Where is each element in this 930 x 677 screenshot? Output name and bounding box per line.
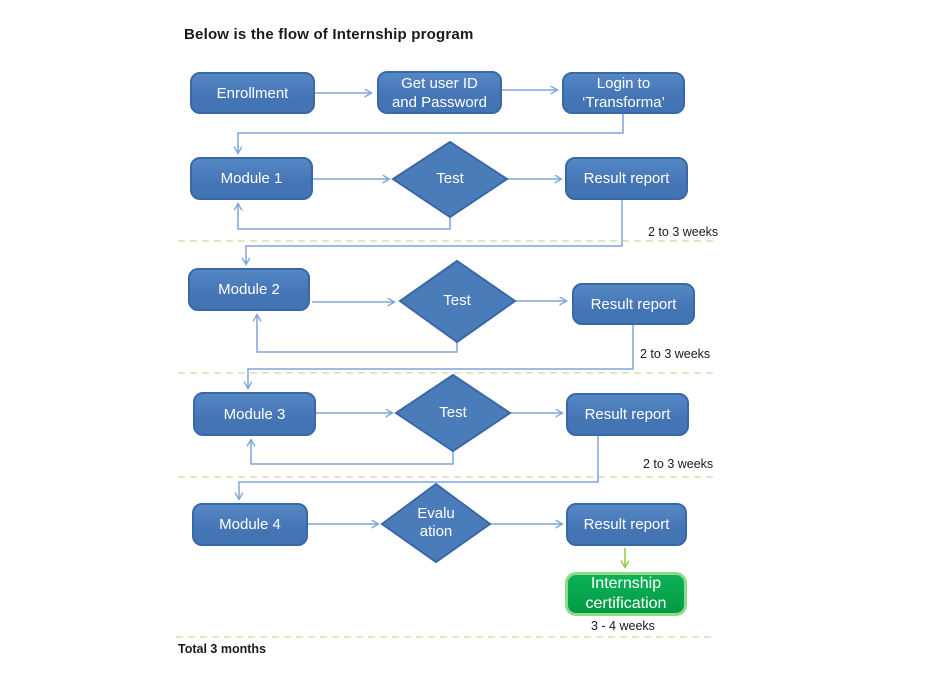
node-login-transforma: Login to ‘Transforma’ bbox=[562, 72, 685, 114]
evaluation-line2: ation bbox=[419, 523, 453, 540]
evaluation-line1: Evalu bbox=[417, 505, 455, 522]
node-module-4: Module 4 bbox=[192, 503, 308, 546]
node-module-3: Module 3 bbox=[193, 392, 316, 436]
node-certification-line2: certification bbox=[585, 595, 667, 612]
node-result-report-1-label: Result report bbox=[583, 170, 670, 187]
node-result-report-3: Result report bbox=[566, 393, 689, 436]
node-module-2-label: Module 2 bbox=[218, 281, 280, 298]
node-enrollment: Enrollment bbox=[190, 72, 315, 114]
edge-login-to-module1-arrow bbox=[238, 114, 624, 153]
node-module-3-label: Module 3 bbox=[223, 405, 286, 423]
node-login-line2: ‘Transforma’ bbox=[582, 94, 665, 111]
node-get-user-id: Get user ID and Password bbox=[377, 71, 502, 114]
edge-test3-retry-module3-arrow bbox=[251, 440, 454, 465]
edge-test1-retry-module1-arrow bbox=[238, 204, 451, 230]
node-result-report-4: Result report bbox=[566, 503, 687, 546]
node-result-report-2: Result report bbox=[572, 283, 695, 325]
edge-test2-retry-module2-arrow bbox=[257, 315, 458, 353]
node-internship-certification: Internship certification bbox=[565, 572, 687, 616]
node-module-4-label: Module 4 bbox=[219, 516, 281, 533]
test1-diamond-label: Test bbox=[436, 170, 464, 187]
node-module-1: Module 1 bbox=[190, 157, 313, 200]
duration-label-section4: 3 - 4 weeks bbox=[591, 619, 655, 633]
edge-result3-to-module4-arrow bbox=[239, 436, 599, 499]
node-login-line1: Login to bbox=[596, 75, 651, 92]
test1-diamond bbox=[391, 140, 509, 219]
edge-result1-to-module2-arrow bbox=[246, 200, 623, 264]
node-module-1-label: Module 1 bbox=[220, 170, 283, 187]
duration-label-section3: 2 to 3 weeks bbox=[643, 457, 714, 471]
node-result-report-2-label: Result report bbox=[590, 295, 677, 313]
duration-label-section1: 2 to 3 weeks bbox=[648, 225, 719, 239]
evaluation-diamond-label: Evalu ation bbox=[396, 505, 476, 541]
node-enrollment-label: Enrollment bbox=[216, 84, 289, 102]
test3-diamond bbox=[394, 373, 512, 453]
node-module-2: Module 2 bbox=[188, 268, 310, 311]
test2-diamond bbox=[398, 259, 517, 344]
evaluation-diamond bbox=[380, 482, 492, 564]
node-result-report-4-label: Result report bbox=[583, 516, 670, 533]
node-result-report-3-label: Result report bbox=[584, 406, 671, 423]
total-duration-label: Total 3 months bbox=[178, 642, 266, 656]
test2-diamond-label: Test bbox=[443, 292, 471, 309]
node-result-report-1: Result report bbox=[565, 157, 688, 200]
node-get-user-id-line2: and Password bbox=[391, 93, 488, 111]
test3-diamond-label: Test bbox=[439, 404, 467, 421]
node-get-user-id-line1: Get user ID bbox=[401, 74, 478, 92]
edge-result2-to-module3-arrow bbox=[248, 325, 634, 388]
node-certification-line1: Internship bbox=[590, 575, 662, 592]
page-title: Below is the flow of Internship program bbox=[184, 26, 474, 43]
duration-label-section2: 2 to 3 weeks bbox=[640, 347, 711, 361]
